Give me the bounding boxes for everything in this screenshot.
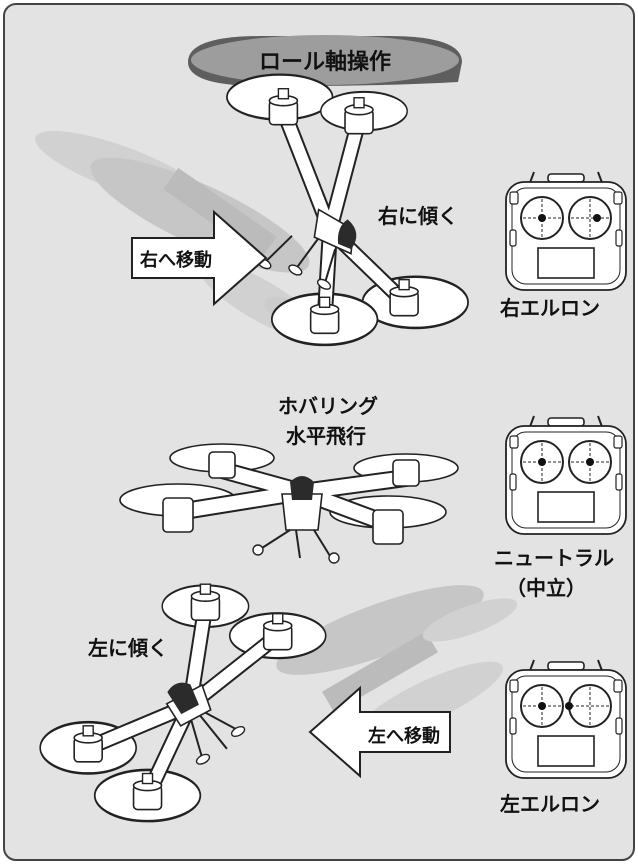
drone-icon-hover xyxy=(119,443,459,564)
hover-label-line2: 水平飛行 xyxy=(286,424,366,448)
left-aileron-label: 左エルロン xyxy=(500,792,600,816)
right-stick-knob-left xyxy=(565,702,573,710)
hover-label-line1: ホバリング xyxy=(278,394,378,418)
arrow-left-icon xyxy=(308,685,451,779)
neutral-label-line2: （中立） xyxy=(506,576,586,600)
drone-icon-tilted-left xyxy=(38,583,327,823)
page-title: ロール軸操作 xyxy=(258,50,391,75)
move-left-label: 左へ移動 xyxy=(368,726,440,747)
right-stick-knob-center xyxy=(586,458,594,466)
tilt-left-label: 左に傾く xyxy=(88,636,168,660)
move-right-label: 右へ移動 xyxy=(140,250,212,271)
right-aileron-label: 右エルロン xyxy=(500,296,600,320)
neutral-label-line1: ニュートラル xyxy=(494,546,614,570)
transmitter-icon-right-aileron xyxy=(505,171,627,291)
transmitter-icon-neutral xyxy=(505,415,627,535)
drone-icon-tilted-right xyxy=(225,73,470,347)
right-stick-knob xyxy=(593,214,601,222)
arrow-right-icon xyxy=(131,209,268,307)
transmitter-icon-left-aileron xyxy=(505,659,627,779)
title-pill xyxy=(188,35,462,86)
tilt-right-label: 右に傾く xyxy=(378,204,458,228)
